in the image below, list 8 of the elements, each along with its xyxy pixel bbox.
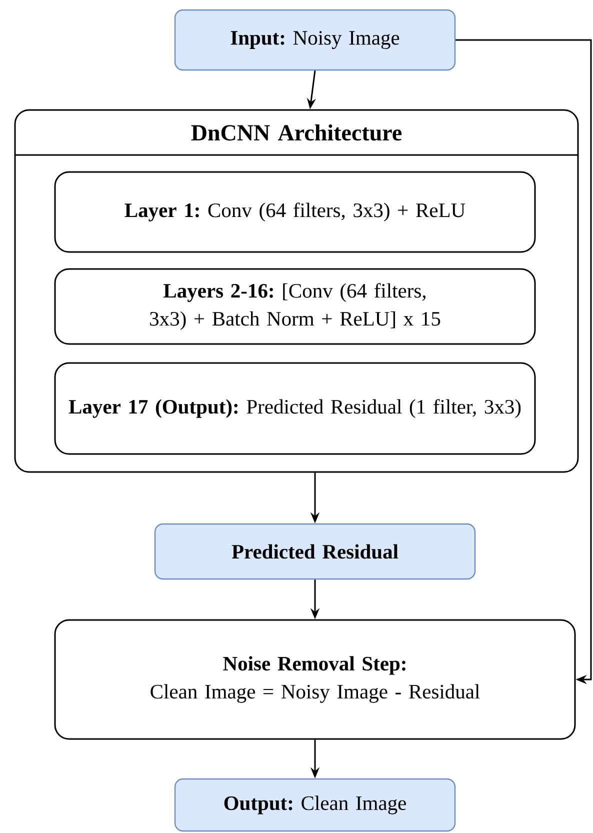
input-box: Input: Noisy Image xyxy=(174,9,456,71)
arrow xyxy=(456,39,592,684)
result-box: Predicted Residual xyxy=(154,523,476,580)
layer-box: Layers 2-16: [Conv (64 filters, 3x3) + Batch Norm + ReLU] x 15 xyxy=(54,268,536,345)
process-box: Noise Removal Step: Clean Image = Noisy Image - Residual xyxy=(54,619,576,740)
output-box: Output: Clean Image xyxy=(174,778,456,832)
layer-box: Layer 1: Conv (64 filters, 3x3) + ReLU xyxy=(54,171,536,253)
layer-box: Layer 17 (Output): Predicted Residual (1 filter, 3x3) xyxy=(54,362,536,455)
